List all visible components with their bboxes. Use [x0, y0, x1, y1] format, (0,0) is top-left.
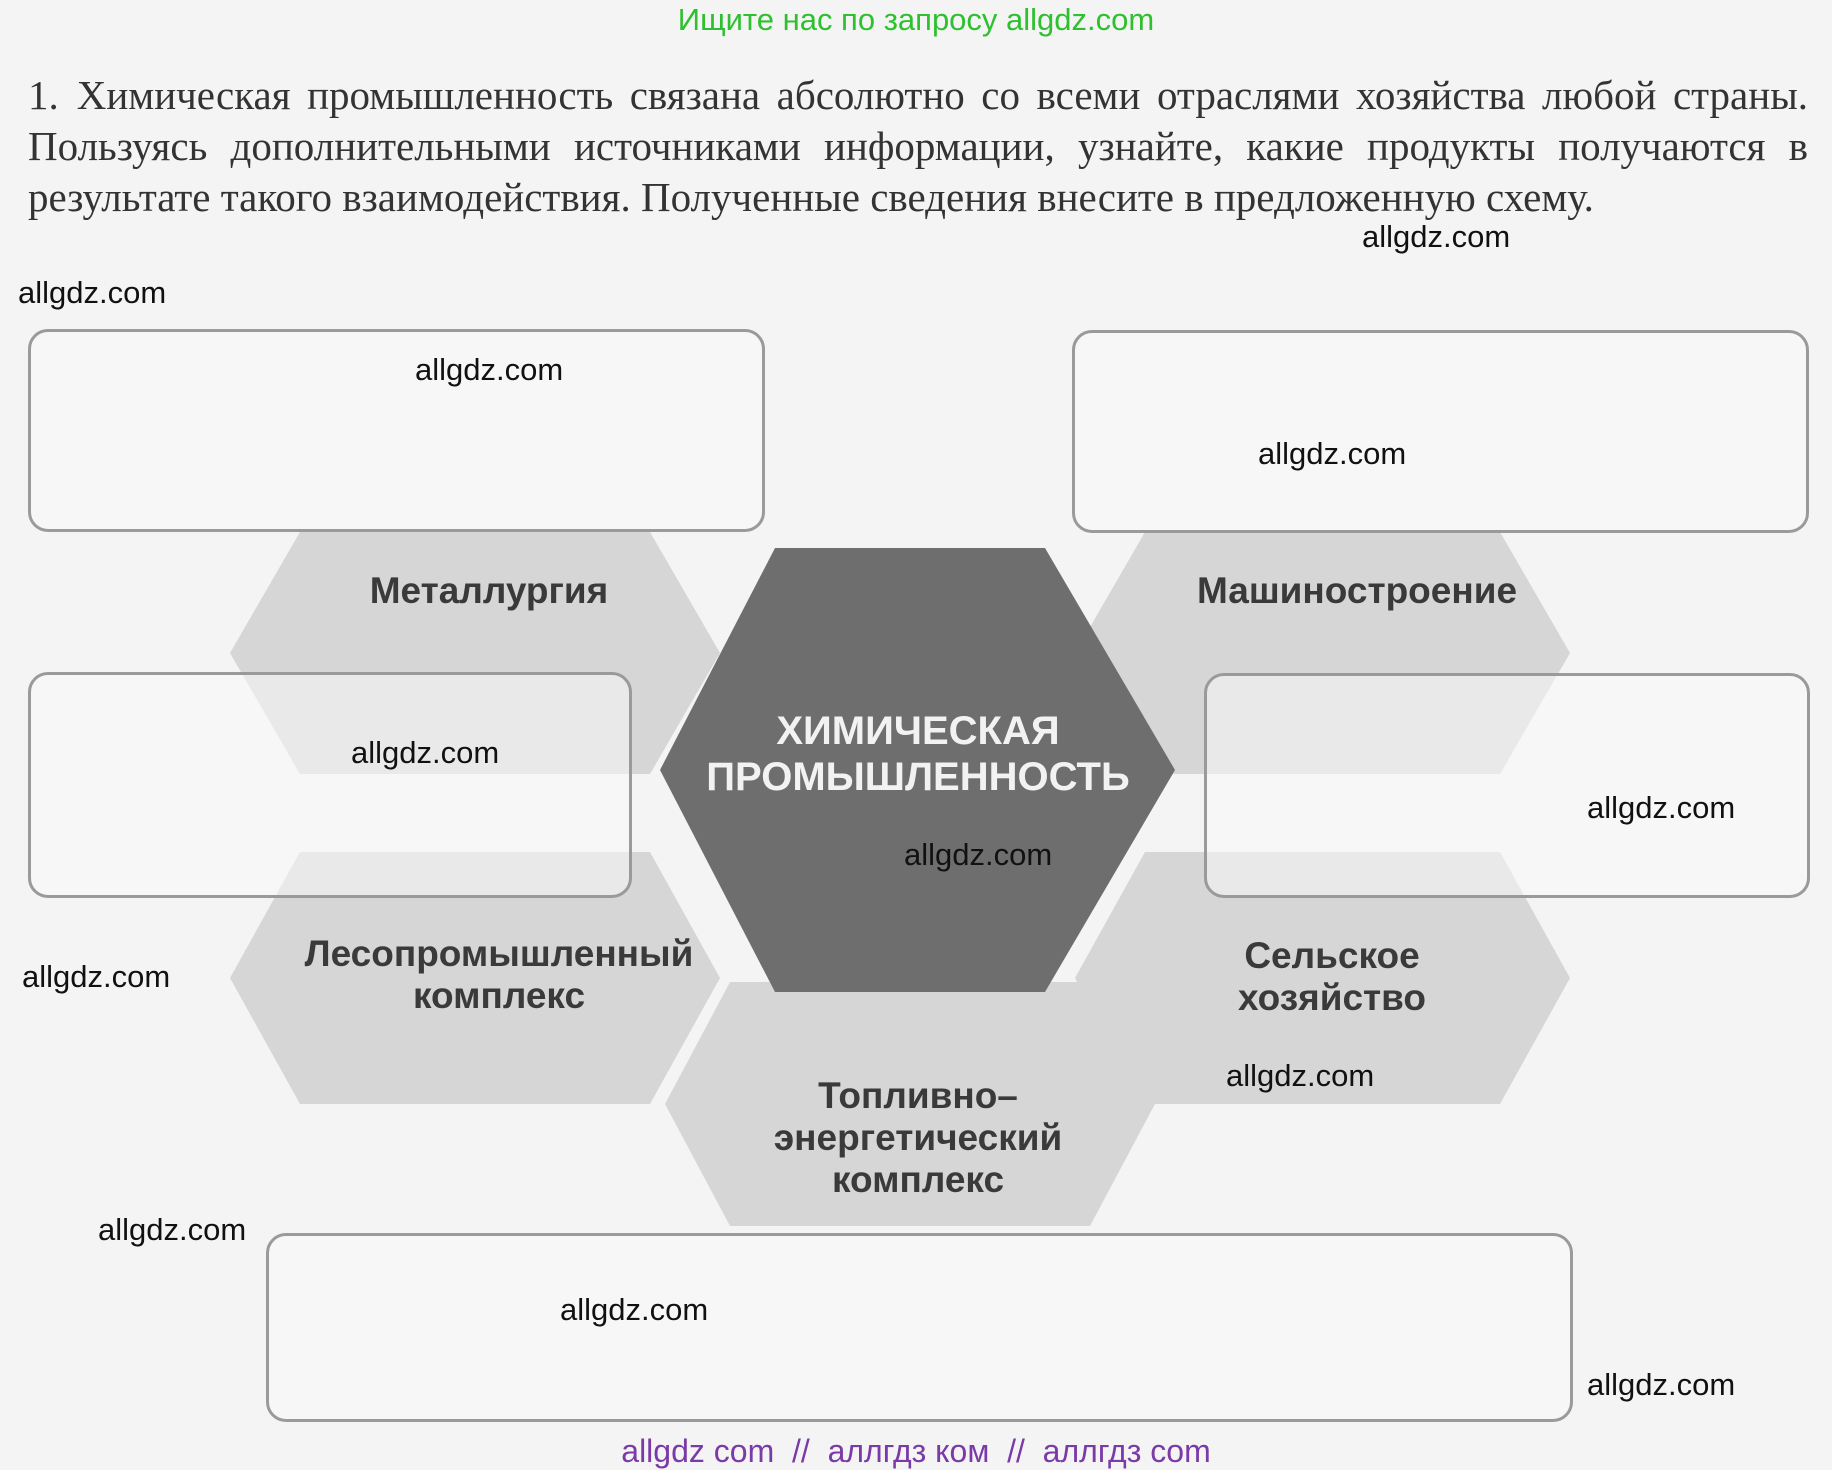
answer-box-machine[interactable] [1072, 330, 1809, 533]
watermark: allgdz.com [1226, 1058, 1375, 1093]
watermark: allgdz.com [1587, 790, 1736, 825]
hex-agri [1075, 852, 1570, 1104]
watermark: allgdz.com [904, 837, 1053, 872]
answer-box-metallurgy[interactable] [28, 329, 765, 532]
bottom-banner[interactable]: allgdz com // аллгдз ком // аллгдз com [621, 1433, 1211, 1469]
hex-center [660, 548, 1175, 992]
watermark: allgdz.com [1258, 436, 1407, 471]
label-forest-2: комплекс [413, 975, 585, 1016]
center-label-2: ПРОМЫШЛЕННОСТЬ [706, 755, 1129, 799]
top-banner[interactable]: Ищите нас по запросу allgdz.com [677, 2, 1155, 37]
label-fuel-3: комплекс [832, 1159, 1004, 1200]
label-agri-2: хозяйство [1238, 977, 1426, 1018]
task-number: 1. [28, 72, 59, 118]
watermark: allgdz.com [415, 352, 564, 387]
watermark: allgdz.com [560, 1292, 709, 1327]
answer-box-fuel[interactable] [266, 1233, 1573, 1422]
label-fuel-1: Топливно– [818, 1075, 1018, 1116]
watermark: allgdz.com [1362, 219, 1511, 254]
watermark: allgdz.com [351, 735, 500, 770]
center-label-1: ХИМИЧЕСКАЯ [776, 709, 1059, 753]
hex-fuel [665, 982, 1155, 1226]
task-text: 1.Химическая промышленность связана абсо… [28, 70, 1808, 223]
task-body: Химическая промышленность связана абсолю… [28, 72, 1808, 220]
watermark: allgdz.com [98, 1212, 247, 1247]
label-forest-1: Лесопромышленный [305, 933, 694, 974]
label-metallurgy: Металлургия [370, 570, 609, 611]
label-fuel-2: энергетический [774, 1117, 1062, 1158]
answer-box-forest[interactable] [28, 672, 632, 898]
watermark: allgdz.com [18, 275, 167, 310]
label-agri-1: Сельское [1244, 935, 1419, 976]
watermark: allgdz.com [22, 959, 171, 994]
watermark: allgdz.com [1587, 1367, 1736, 1402]
label-machine: Машиностроение [1197, 570, 1517, 611]
answer-box-agri[interactable] [1204, 673, 1810, 898]
hex-forest [230, 852, 720, 1104]
